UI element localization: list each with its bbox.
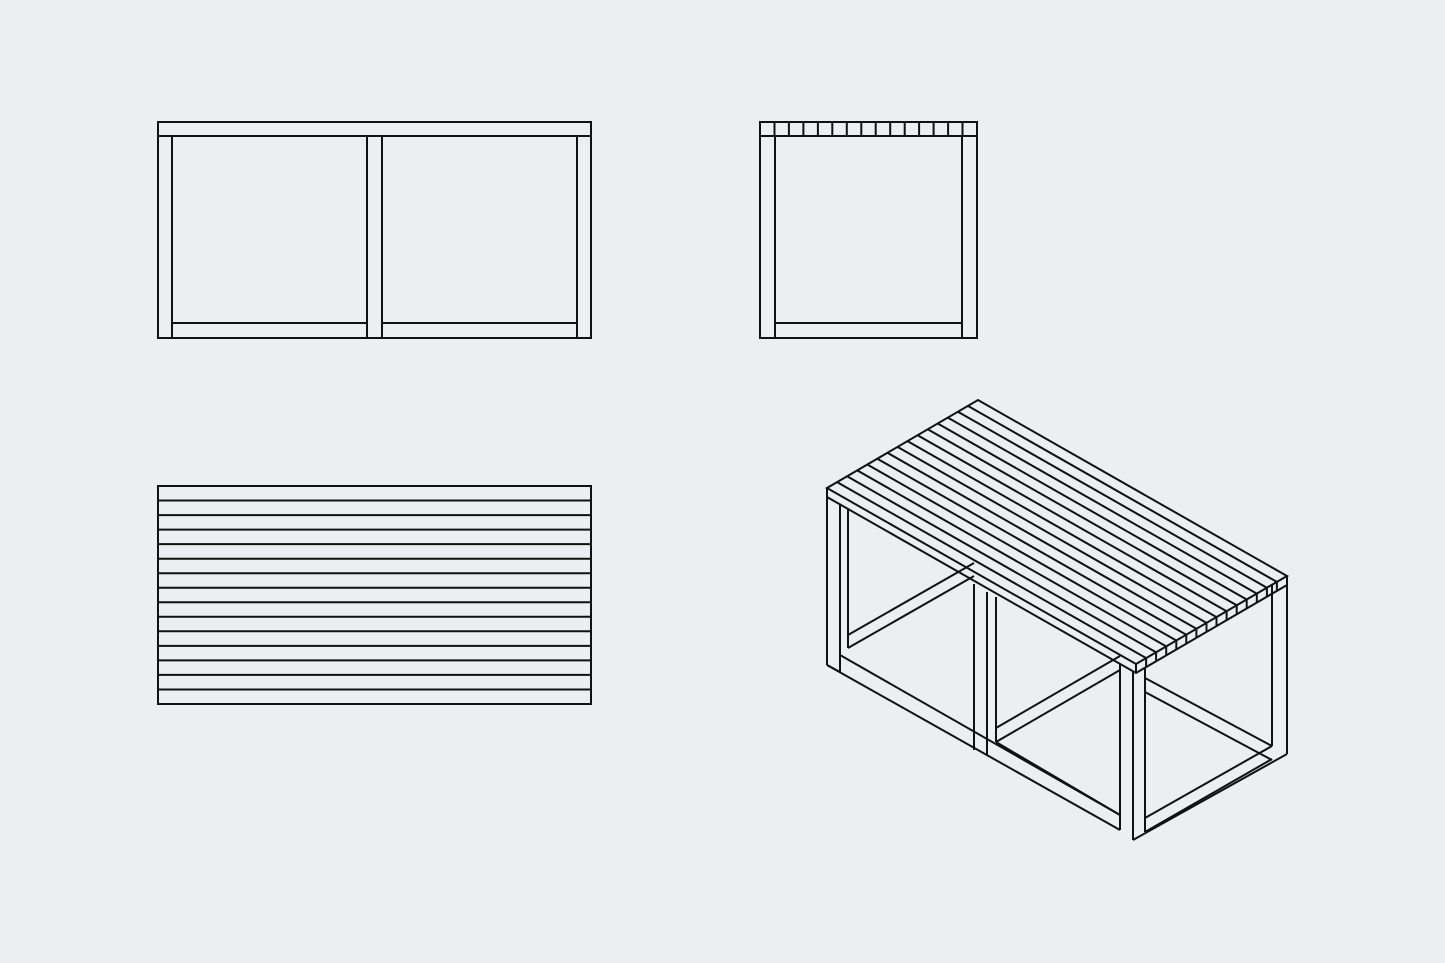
iso-slat-line — [957, 410, 1268, 589]
iso-lower-side-rails — [847, 562, 1288, 841]
iso-slat-line — [886, 451, 1197, 630]
iso-tabletop-slats — [836, 405, 1278, 659]
front-elevation — [157, 121, 592, 339]
iso-lower-back-rails — [995, 677, 1273, 816]
iso-slat-line — [836, 481, 1147, 659]
iso-slat-end-ticks — [1145, 581, 1278, 668]
side-outline — [759, 121, 978, 339]
side-elevation — [759, 121, 978, 339]
iso-slat-line — [917, 434, 1228, 613]
iso-slat-line — [897, 446, 1207, 624]
iso-back-right-leg — [1271, 576, 1288, 754]
top-outline — [157, 485, 592, 705]
iso-slat-line — [876, 457, 1187, 636]
iso-slat-line — [947, 416, 1258, 595]
isometric-view — [824, 398, 1290, 841]
front-outline — [157, 121, 592, 339]
iso-slat-line — [846, 475, 1157, 654]
top-plan — [157, 485, 592, 705]
iso-front-right-leg — [1119, 664, 1146, 840]
iso-middle-legs — [973, 584, 997, 756]
iso-slat-line — [866, 463, 1177, 642]
iso-slat-line — [937, 422, 1248, 601]
iso-slat-line — [907, 440, 1217, 618]
iso-slat-line — [927, 428, 1238, 607]
side-slat-ends — [773, 122, 964, 136]
iso-slat-line — [967, 405, 1278, 583]
top-slats — [158, 499, 591, 691]
iso-slat-line — [856, 469, 1167, 648]
iso-front-left-leg — [826, 497, 849, 672]
